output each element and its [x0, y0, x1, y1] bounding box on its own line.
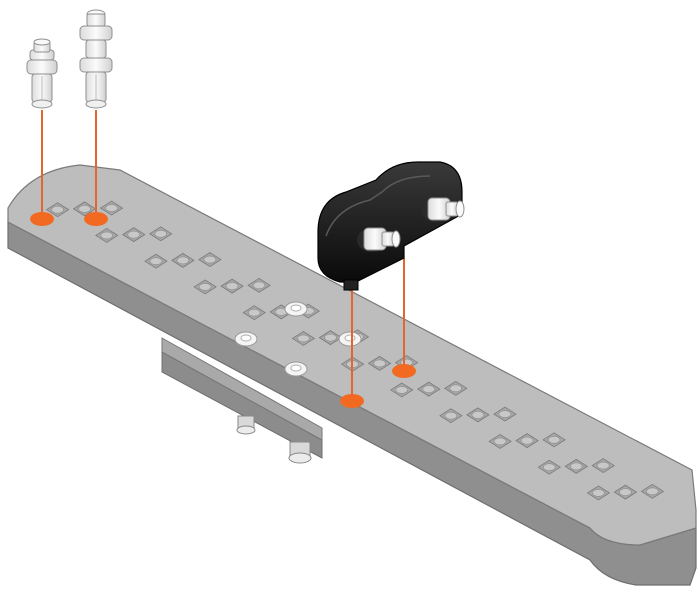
beam-hole: [450, 385, 462, 392]
beam-hole: [177, 257, 189, 264]
black-bracket: [318, 162, 464, 290]
beam-hole: [646, 488, 658, 495]
beam-hole: [324, 334, 336, 341]
beam-hole: [619, 489, 631, 496]
beam-hole: [199, 283, 211, 290]
target-hole-2: [84, 212, 108, 226]
beam-hole: [548, 436, 560, 443]
long-pin: [80, 10, 112, 108]
beam-hole: [106, 205, 118, 212]
beam-hole: [592, 489, 604, 496]
target-hole-1: [30, 212, 54, 226]
beam-hole: [521, 437, 533, 444]
screw-left: [237, 416, 255, 434]
installed-pin-center: [291, 305, 301, 311]
beam-hole: [570, 463, 582, 470]
beam-hole: [445, 412, 457, 419]
beam-hole: [543, 464, 555, 471]
short-pin: [27, 39, 57, 108]
beam-hole: [499, 411, 511, 418]
beam-hole: [52, 206, 64, 213]
beam-hole: [374, 360, 386, 367]
target-hole-3: [340, 394, 364, 408]
installed-pin-center: [291, 365, 301, 371]
beam-hole: [226, 283, 238, 290]
beam-hole: [297, 335, 309, 342]
beam-hole: [150, 258, 162, 265]
beam-hole: [155, 230, 167, 237]
beam-hole: [79, 205, 91, 212]
beam-hole: [494, 438, 506, 445]
installed-pin-center: [241, 335, 251, 341]
target-hole-4: [392, 364, 416, 378]
beam-hole: [248, 309, 260, 316]
beam-hole: [253, 282, 265, 289]
installed-pin-center: [345, 335, 355, 341]
beam-hole: [128, 231, 140, 238]
beam-hole: [101, 232, 113, 239]
screw-right: [289, 442, 311, 463]
beam-hole: [204, 256, 216, 263]
beam-hole: [396, 386, 408, 393]
beam-hole: [423, 386, 435, 393]
beam-hole: [472, 411, 484, 418]
beam-hole: [597, 462, 609, 469]
